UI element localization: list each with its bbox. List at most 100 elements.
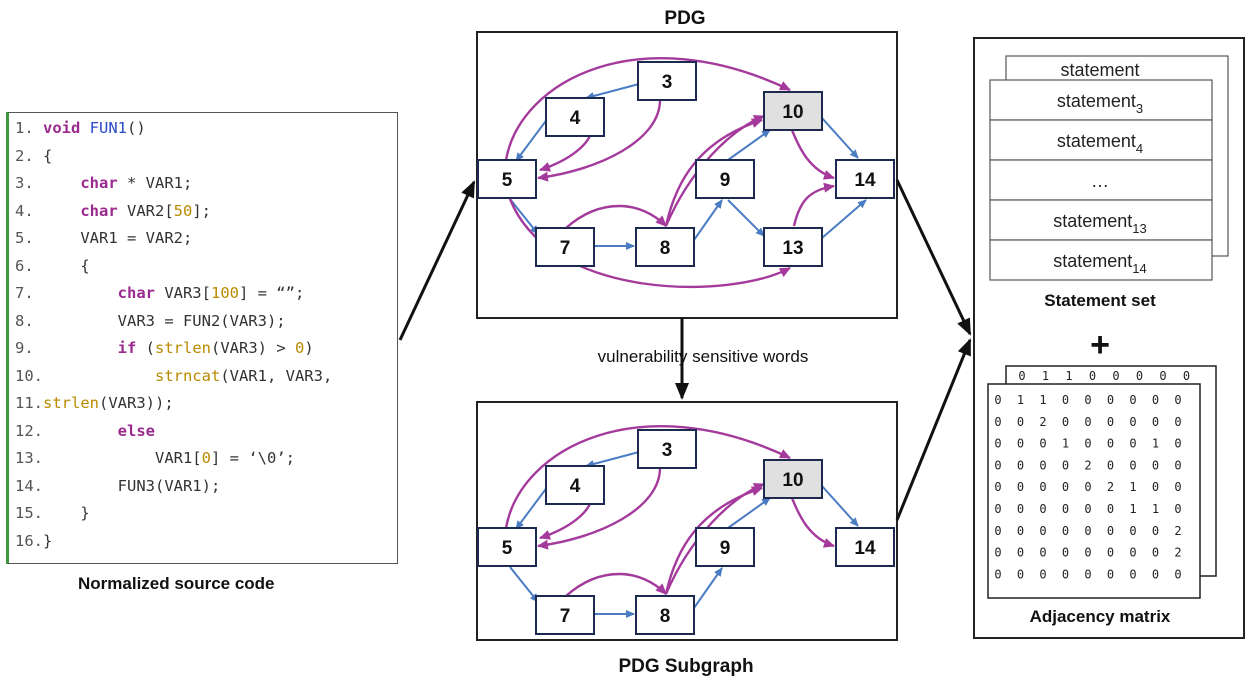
matrix-cell: 0	[1062, 524, 1069, 538]
pdg-node-box	[477, 159, 537, 199]
code-token: 11.	[15, 394, 43, 412]
pdg-node-label: 10	[782, 102, 803, 123]
matrix-cell: 1	[1062, 437, 1069, 451]
matrix-cell: 0	[1107, 415, 1114, 429]
matrix-cell: 0	[994, 415, 1001, 429]
matrix-cell: 0	[1174, 437, 1181, 451]
statement-subscript: 13	[1132, 221, 1146, 236]
matrix-cell: 0	[1017, 458, 1024, 472]
code-token: 10.	[15, 366, 155, 385]
subgraph-data-edge	[790, 497, 835, 548]
matrix-cell: 0	[1152, 567, 1159, 581]
code-token: void	[43, 119, 90, 137]
code-token: 16.	[15, 531, 43, 550]
code-token: FUN3(VAR1);	[117, 476, 221, 495]
code-token: VAR1[	[154, 449, 202, 467]
output-frame	[973, 37, 1245, 639]
code-token: 4.	[15, 201, 81, 220]
statement-back-label: statement	[1060, 60, 1139, 80]
matrix-back-cell: 1	[1065, 369, 1072, 383]
matrix-cell: 0	[1084, 524, 1091, 538]
code-token: char	[80, 201, 118, 220]
code-token: FUN1	[89, 119, 127, 137]
matrix-cell: 0	[1084, 480, 1091, 494]
statement-subscript: 14	[1132, 261, 1146, 276]
code-token: (VAR3));	[99, 394, 174, 412]
statement-base: …	[1091, 171, 1109, 191]
code-token: * VAR1;	[117, 174, 193, 192]
matrix-cell: 2	[1084, 458, 1091, 472]
matrix-cell: 2	[1039, 415, 1046, 429]
subgraph-node-label: 14	[854, 538, 876, 559]
code-line: 7. char VAR3[100] = “”;	[15, 284, 304, 302]
subgraph-node-label: 9	[720, 538, 731, 559]
code-token: }	[43, 531, 53, 550]
code-token: strlen	[43, 394, 99, 412]
matrix-cell: 0	[1107, 458, 1114, 472]
subgraph-to-output-arrow	[895, 338, 972, 521]
matrix-cell: 0	[1107, 567, 1114, 581]
code-token: if	[117, 339, 137, 357]
code-line: 14. FUN3(VAR1);	[15, 477, 220, 495]
matrix-front-card	[987, 383, 1201, 599]
pdg-control-edge	[693, 199, 723, 241]
matrix-cell: 1	[1039, 393, 1046, 407]
subgraph-data-edge	[664, 482, 765, 595]
matrix-cell: 1	[1129, 502, 1136, 516]
matrix-cell: 0	[994, 480, 1001, 494]
pdg-to-output-arrow	[895, 179, 972, 336]
matrix-cell: 0	[1107, 437, 1114, 451]
matrix-cell: 0	[1017, 480, 1024, 494]
matrix-cell: 0	[1084, 415, 1091, 429]
matrix-cell: 0	[1017, 546, 1024, 560]
matrix-back-cell: 1	[1042, 369, 1049, 383]
pdg-control-edge	[509, 198, 539, 235]
matrix-cell: 0	[1129, 437, 1136, 451]
pdg-data-edge	[537, 99, 662, 182]
pdg-control-edge	[585, 83, 640, 100]
subgraph-node-box	[535, 595, 595, 635]
subgraph-control-edge	[509, 566, 539, 603]
pdg-node-label: 3	[662, 72, 673, 93]
code-token: ];	[192, 201, 211, 220]
subgraph-control-edge	[821, 485, 859, 527]
code-token: 2.	[15, 146, 43, 165]
plus-sign: +	[1090, 326, 1110, 364]
code-token: 3.	[15, 174, 81, 192]
code-line: 16.}	[15, 532, 52, 550]
matrix-cell: 0	[1062, 502, 1069, 516]
matrix-back-cell: 0	[1183, 369, 1190, 383]
subgraph-node-box	[835, 527, 895, 567]
pdg-node-box	[695, 159, 755, 199]
matrix-cell: 0	[1129, 524, 1136, 538]
pdg-node-box	[763, 91, 823, 131]
matrix-cell: 1	[1152, 437, 1159, 451]
code-token: VAR1 = VAR2;	[80, 229, 193, 247]
subgraph-node-label: 7	[560, 606, 571, 627]
matrix-cell: 0	[1062, 480, 1069, 494]
matrix-back-cell: 0	[1136, 369, 1143, 383]
code-token: char	[117, 284, 155, 302]
code-token: ()	[127, 119, 146, 137]
subgraph-node-box	[545, 465, 605, 505]
pdg-node-label: 8	[660, 238, 671, 259]
statement-row	[989, 159, 1213, 201]
code-token: 0	[201, 449, 211, 467]
code-token: 13.	[15, 449, 155, 467]
source-code-caption: Normalized source code	[78, 574, 275, 593]
matrix-cell: 0	[1039, 502, 1046, 516]
code-token: 5.	[15, 229, 81, 247]
subgraph-node-box	[637, 429, 697, 469]
matrix-back-cell: 0	[1089, 369, 1096, 383]
code-token: else	[117, 421, 155, 440]
statement-row	[989, 199, 1213, 241]
matrix-cell: 1	[1129, 480, 1136, 494]
pdg-node-box	[763, 227, 823, 267]
pdg-subgraph-title: PDG Subgraph	[618, 656, 753, 677]
matrix-cell: 0	[1152, 546, 1159, 560]
subgraph-data-edge	[537, 467, 662, 550]
pdg-node-box	[637, 61, 697, 101]
matrix-cell: 0	[1017, 437, 1024, 451]
matrix-cell: 1	[1152, 502, 1159, 516]
